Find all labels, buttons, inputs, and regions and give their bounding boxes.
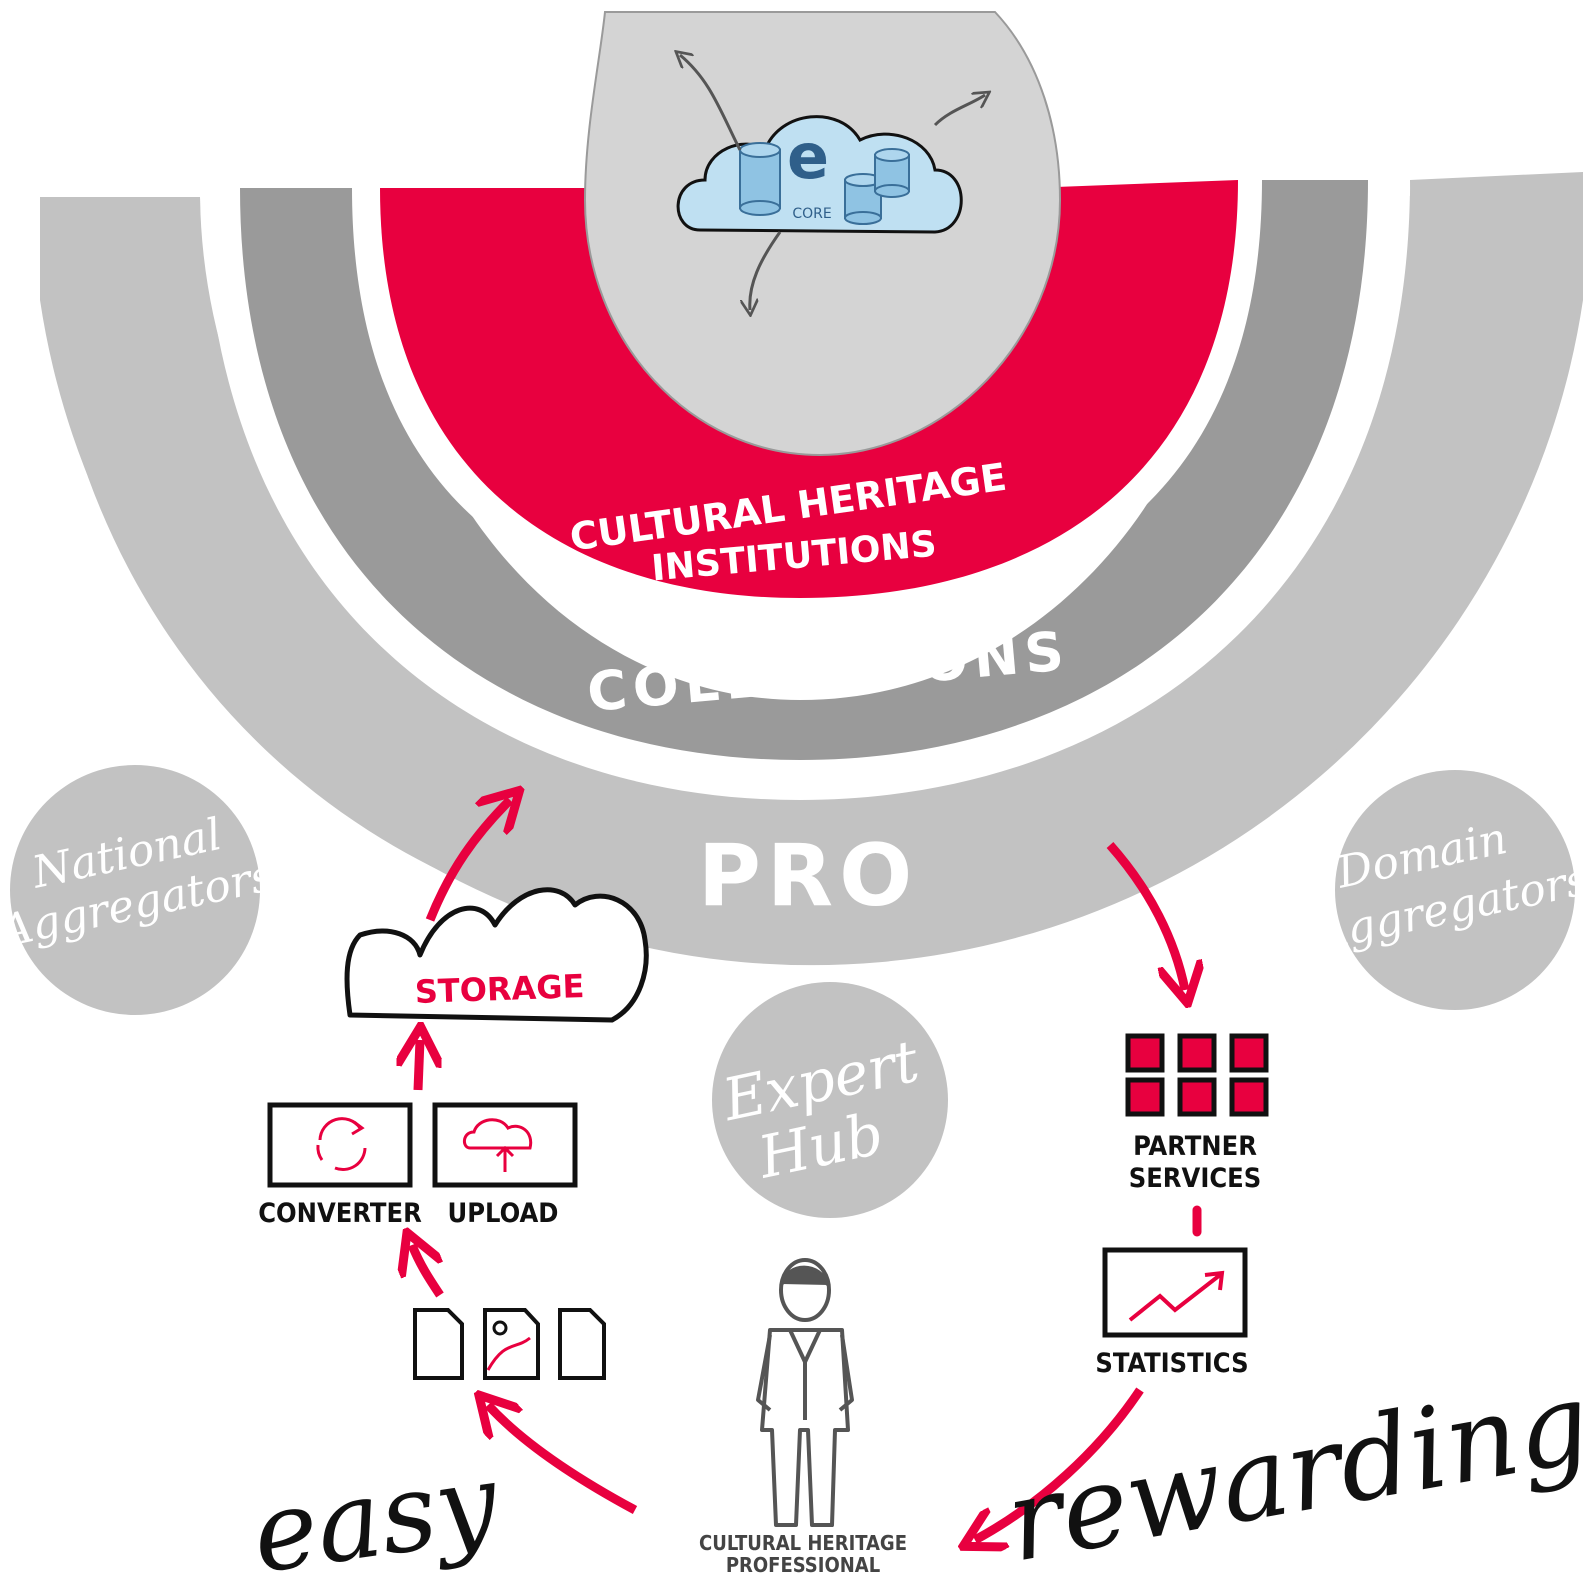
converter-box xyxy=(267,1102,413,1188)
image-file-icon xyxy=(483,1308,540,1380)
core-logo-letter: e xyxy=(787,120,829,193)
core-arrow-right xyxy=(933,95,985,127)
slogan-easy: easy xyxy=(245,1440,507,1580)
arrow-pro-to-partner xyxy=(1106,842,1185,990)
core-arrow-up-left xyxy=(680,55,742,151)
pro-ring-fill xyxy=(40,172,1583,950)
upload-cloud-icon xyxy=(463,1118,533,1172)
converter-label: CONVERTER xyxy=(258,1198,422,1229)
core-arrow-down xyxy=(750,231,782,310)
statistics-trend-icon xyxy=(1128,1270,1225,1322)
file-icons xyxy=(413,1308,606,1380)
image-mountain-icon xyxy=(486,1336,531,1371)
storage-cloud-icon xyxy=(344,887,649,1023)
arrow-converter-to-storage xyxy=(418,1040,420,1091)
professional-label-line1: CULTURAL HERITAGE xyxy=(699,1531,907,1555)
arrow-files-to-converter xyxy=(412,1245,444,1298)
statistics-label: STATISTICS xyxy=(1095,1348,1248,1379)
core-circle xyxy=(583,11,1062,457)
document-icon xyxy=(558,1308,606,1380)
core-cloud-icon: e CORE xyxy=(676,115,963,234)
statistics-box xyxy=(1102,1247,1248,1338)
database-cylinder-icon xyxy=(739,142,781,216)
partner-services-grid-icon xyxy=(1125,1033,1269,1117)
domain-aggregators-circle xyxy=(1335,770,1575,1010)
storage-label: STORAGE xyxy=(414,967,585,1011)
arrow-statistics-to-professional xyxy=(975,1387,1144,1540)
database-cylinder-icon xyxy=(874,148,910,198)
partner-services-line1: PARTNER xyxy=(1133,1131,1257,1162)
core-label: CORE xyxy=(792,206,831,222)
expert-hub-circle xyxy=(712,982,948,1218)
upload-box xyxy=(432,1102,578,1188)
upload-label: UPLOAD xyxy=(448,1198,559,1229)
collections-ring xyxy=(240,180,1368,760)
document-icon xyxy=(413,1308,464,1380)
pro-label: PRO xyxy=(698,826,918,926)
image-thumb-icon xyxy=(492,1320,508,1336)
slogan-rewarding: rewarding xyxy=(998,1358,1583,1580)
national-aggregators-circle xyxy=(10,765,260,1015)
arrow-storage-to-pro xyxy=(425,800,510,922)
professional-person-icon xyxy=(756,1258,854,1527)
converter-recycle-icon xyxy=(316,1117,367,1171)
professional-label-line2: PROFESSIONAL xyxy=(726,1553,880,1577)
partner-services-line2: SERVICES xyxy=(1129,1163,1262,1194)
arrow-professional-to-files xyxy=(488,1405,638,1514)
